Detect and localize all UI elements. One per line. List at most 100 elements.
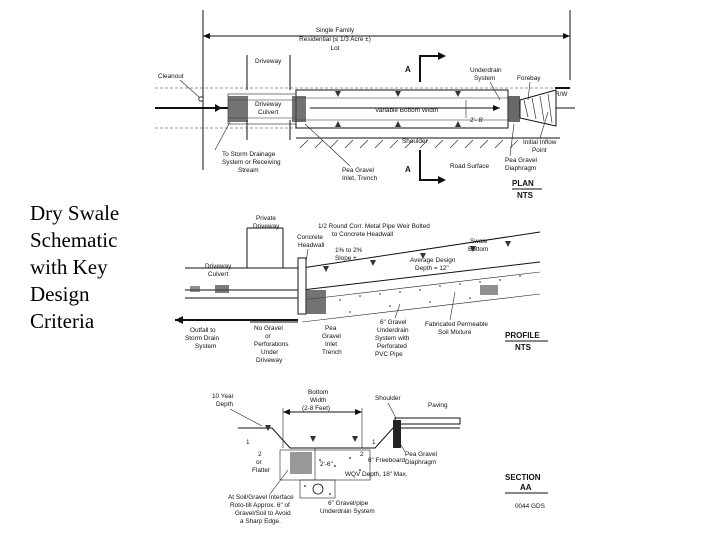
- section-slope-1-right: 1: [372, 439, 376, 446]
- section-bw-label-1: Bottom: [308, 389, 328, 396]
- profile-nogravel-label-2: or: [265, 333, 272, 340]
- section-slope-2-right: 2: [360, 451, 364, 458]
- plan-underdrain-label-1: Underdrain: [470, 67, 502, 74]
- plan-pea-trench-label-2: Inlet, Trench: [342, 175, 378, 182]
- profile-outfall-label-1: Outfall to: [190, 327, 216, 334]
- profile-pea-label-3: Inlet: [325, 341, 337, 348]
- profile-view: Private Driveway: [175, 215, 548, 364]
- title-line: Dry Swale: [30, 201, 120, 225]
- section-depth-dim: 2'-6": [320, 461, 333, 468]
- profile-underdrain-label-2: Underdrain: [377, 327, 409, 334]
- section-flatter-label-2: Flatter: [252, 467, 271, 474]
- plan-inflow-label-2: Point: [532, 147, 547, 154]
- profile-slope-label-2: Slope ±: [335, 255, 357, 262]
- profile-culvert-label-2: Culvert: [208, 271, 228, 278]
- profile-nogravel-label-4: Under: [261, 349, 279, 356]
- plan-section-marker-bottom: A: [405, 165, 411, 174]
- section-slope-2-left: 2: [258, 451, 262, 458]
- profile-private-label-2: Driveway: [253, 223, 280, 230]
- profile-outfall-label-2: Storm Drain: [185, 335, 220, 342]
- plan-driveway-label: Driveway: [255, 58, 282, 65]
- profile-soil-label-2: Soil Mixture: [438, 329, 472, 336]
- section-freeboard-label: 6" Freeboard: [368, 457, 406, 464]
- section-interface-label-1: At Soil/Gravel Interface: [228, 494, 294, 501]
- profile-outfall-label-3: System: [195, 343, 216, 350]
- profile-underdrain-label-3: System with: [375, 335, 410, 342]
- plan-diaphragm-label-1: Pea Gravel: [505, 157, 537, 164]
- section-interface-label-3: Gravel/Soil to Avoid: [235, 510, 291, 517]
- profile-nogravel-label-1: No Gravel: [254, 325, 283, 332]
- slide-title: Dry Swale Schematic with Key Design Crit…: [30, 200, 160, 335]
- section-drawing-code: 0044 GDS: [515, 503, 545, 510]
- section-id-label: AA: [520, 483, 532, 492]
- section-wqv-label: WQV Depth, 18" Max.: [345, 471, 408, 478]
- plan-view-label: PLAN: [512, 179, 534, 188]
- section-slope-1-left: 1: [246, 439, 250, 446]
- profile-headwall-label-2: Headwall: [298, 242, 324, 249]
- profile-underdrain-label-5: PVC Pipe: [375, 351, 403, 358]
- plan-storm-label-2: System or Receiving: [222, 159, 281, 166]
- plan-storm-label-3: Stream: [238, 167, 259, 174]
- profile-nogravel-label-5: Driveway: [256, 357, 283, 364]
- profile-avg-depth-label-1: Average Design: [410, 257, 456, 264]
- profile-avg-depth-label-2: Depth = 12": [415, 265, 449, 272]
- title-line: Design: [30, 282, 90, 306]
- profile-weir-label-1: 1/2 Round Corr. Metal Pipe Weir Bolted: [318, 223, 430, 230]
- title-line: Criteria: [30, 309, 95, 333]
- profile-slope-label-1: 1% to 2%: [335, 247, 363, 254]
- profile-nogravel-label-3: Perforations: [254, 341, 288, 348]
- profile-pea-label-4: Trench: [322, 349, 342, 356]
- title-line: Schematic: [30, 228, 118, 252]
- plan-underdrain-label-2: System: [474, 75, 495, 82]
- profile-private-label-1: Private: [256, 215, 276, 222]
- section-gravelpipe-label-1: 6" Gravel/pipe: [328, 500, 369, 507]
- plan-cleanout-label: Cleanout: [158, 73, 184, 80]
- section-10yr-label-1: 10 Year: [212, 393, 235, 400]
- section-interface-label-2: Roto-till Approx. 6" of: [230, 502, 290, 509]
- profile-weir-label-2: to Concrete Headwall: [332, 231, 393, 238]
- plan-section-marker-top: A: [405, 65, 411, 74]
- plan-inflow-label-1: Initial Inflow: [523, 139, 557, 146]
- profile-underdrain-label-4: Perforated: [377, 343, 407, 350]
- section-10yr-label-2: Depth: [216, 401, 233, 408]
- plan-pea-trench-label-1: Pea Gravel: [342, 167, 374, 174]
- section-flatter-label-1: or: [256, 459, 263, 466]
- section-gravelpipe-label-2: Underdrain System: [320, 508, 375, 515]
- plan-culvert-label-1: Driveway: [255, 101, 282, 108]
- section-paving-label: Paving: [428, 402, 448, 409]
- plan-diaphragm-label-2: Diaphragm: [505, 165, 536, 172]
- profile-swale-bottom-label-2: Bottom: [468, 246, 488, 253]
- profile-view-label: PROFILE: [505, 331, 540, 340]
- section-diaphragm-label-2: Diaphragm: [405, 459, 436, 466]
- plan-forebay-label: Forebay: [517, 75, 541, 82]
- profile-culvert-label-1: Driveway: [205, 263, 232, 270]
- profile-pea-label-2: Gravel: [322, 333, 341, 340]
- title-line: with Key: [30, 255, 108, 279]
- section-view: 10 Year Depth Bottom Width (2-8 Feet) Sh…: [212, 389, 548, 525]
- section-view-label: SECTION: [505, 473, 541, 482]
- profile-underdrain-label-1: 6" Gravel: [380, 319, 406, 326]
- plan-culvert-label-2: Culvert: [258, 109, 278, 116]
- plan-rw-label: R/W: [555, 91, 568, 98]
- plan-lot-label-2: Residential (≤ 1/3 Acre ±): [299, 36, 371, 43]
- profile-soil-label-1: Fabricated Permeable: [425, 321, 488, 328]
- plan-variable-width-label: Variable Bottom Width: [375, 107, 439, 114]
- section-shoulder-label: Shoulder: [375, 395, 401, 402]
- profile-headwall-label-1: Concrete: [297, 234, 323, 241]
- plan-road-surface-label: Road Surface: [450, 163, 490, 170]
- section-bw-label-3: (2-8 Feet): [302, 405, 330, 412]
- plan-view: Single Family Residential (≤ 1/3 Acre ±)…: [155, 10, 575, 200]
- section-bw-label-2: Width: [310, 397, 327, 404]
- plan-lot-label-1: Single Family: [316, 27, 355, 34]
- plan-storm-label-1: To Storm Drainage: [222, 151, 276, 158]
- plan-shoulder-label: Shoulder: [402, 138, 428, 145]
- plan-width-dim: 2'- 8': [470, 117, 483, 124]
- profile-swale-bottom-label-1: Swale: [470, 238, 488, 245]
- profile-scale-label: NTS: [515, 343, 532, 352]
- section-interface-label-4: a Sharp Edge.: [240, 518, 281, 525]
- plan-lot-label-3: Lot: [331, 45, 340, 52]
- section-diaphragm-label-1: Pea Gravel: [405, 451, 437, 458]
- plan-scale-label: NTS: [517, 191, 534, 200]
- profile-pea-label-1: Pea: [325, 325, 337, 332]
